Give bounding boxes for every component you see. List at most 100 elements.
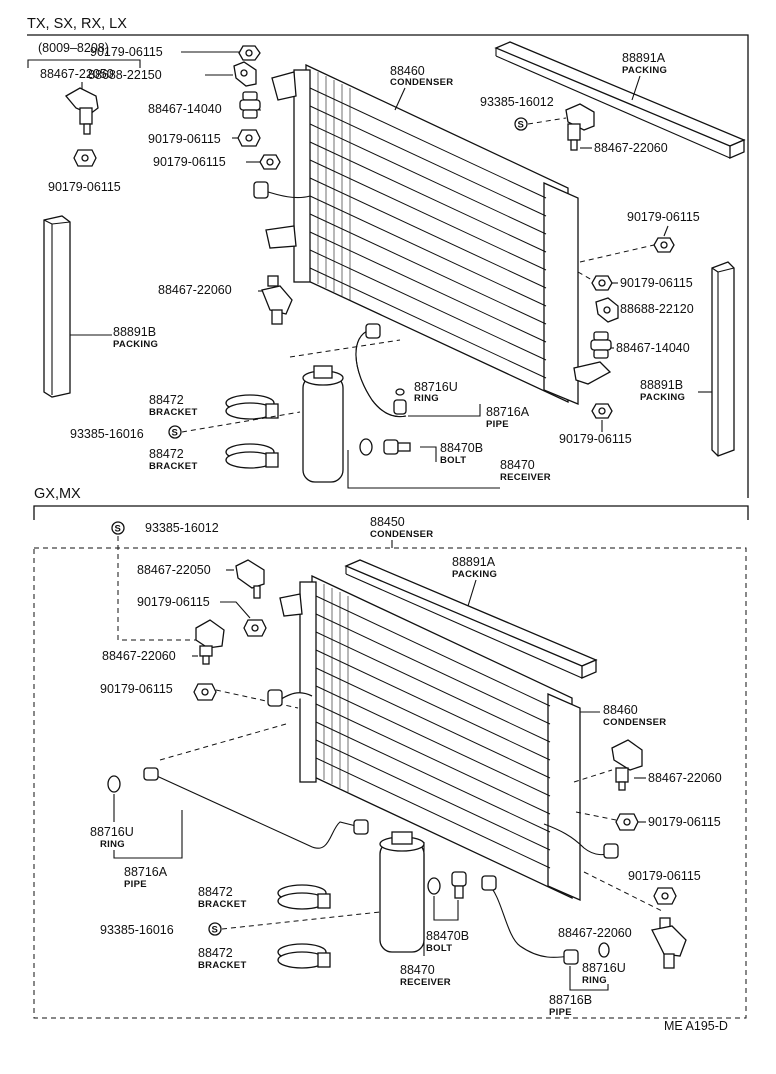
dashed-leader: [583, 871, 665, 913]
label-88716a-bottom-sub: PIPE: [124, 879, 147, 890]
dashed-leader: [159, 723, 287, 761]
dashed-leader: [579, 244, 655, 263]
o-ring-icon: [598, 942, 610, 958]
bottom-section: GX,MX S 93385-16012 88450 CONDENSER 8846…: [33, 486, 749, 1033]
label-88716a-top-sub: PIPE: [486, 419, 509, 430]
label-88891a: 88891A: [622, 51, 666, 65]
leader-line: [420, 446, 437, 462]
packing-strip-right: [711, 261, 735, 457]
nut-icon: [615, 813, 639, 831]
label-93385-16016-top: 93385-16016: [70, 427, 144, 441]
label-90179-06115-right1: 90179-06115: [627, 210, 700, 224]
label-88472-b: 88472: [149, 447, 184, 461]
nut-icon: [193, 683, 217, 701]
dashed-leader: [575, 811, 617, 821]
pipe-fitting-icon: [353, 819, 369, 835]
label-88891b-right-sub: PACKING: [640, 392, 685, 403]
label-90179-06115-top-left: 90179-06115: [48, 180, 121, 194]
leader-line: [220, 601, 251, 619]
dashed-leader: [221, 911, 381, 930]
bolt-icon: [451, 871, 467, 899]
svg-text:S: S: [518, 120, 525, 131]
bracket-clamp-icon: [277, 884, 331, 910]
label-88467-14040: 88467-14040: [148, 102, 222, 116]
dashed-leader: [573, 769, 613, 783]
dashed-leader: [117, 536, 196, 641]
screw-symbol-icon: S: [208, 922, 222, 936]
date-range-label: (8009–8208): [38, 41, 109, 55]
label-88460-bottom-sub: CONDENSER: [603, 717, 666, 728]
label-93385-16012-top: 93385-16012: [480, 95, 554, 109]
label-88472-a: 88472: [149, 393, 184, 407]
nut-icon: [237, 129, 261, 147]
label-88472-b-sub: BRACKET: [149, 461, 198, 472]
mount-bracket-icon: [565, 103, 595, 151]
label-88460: 88460: [390, 64, 425, 78]
label-90179-06115-right3: 90179-06115: [559, 432, 632, 446]
pipe-fitting-icon: [143, 767, 159, 781]
label-88467-22060-left: 88467-22060: [158, 283, 232, 297]
label-90179-06115-c: 90179-06115: [153, 155, 226, 169]
o-ring-icon: [107, 775, 121, 793]
nut-icon: [73, 149, 97, 167]
label-88470b-top: 88470B: [440, 441, 483, 455]
bottom-frame-line: [33, 505, 749, 520]
label-88472-bottom-b: 88472: [198, 946, 233, 960]
screw-symbol-icon: S: [111, 521, 125, 535]
nut-icon: [238, 45, 261, 61]
label-88450: 88450: [370, 515, 405, 529]
dashed-leader: [289, 339, 401, 358]
label-88470-bottom: 88470: [400, 963, 435, 977]
label-88716u-top-sub: RING: [414, 393, 439, 404]
leader-line: [394, 87, 406, 111]
label-88472-bottom-a-sub: BRACKET: [198, 899, 247, 910]
label-90179-06115-bottom-a: 90179-06115: [137, 595, 210, 609]
mount-bracket-icon: [611, 739, 643, 791]
mount-bracket-icon: [651, 917, 687, 969]
screw-symbol-icon: S: [514, 117, 528, 131]
o-ring-icon: [395, 388, 405, 396]
label-88716u-bottom-left: 88716U: [90, 825, 134, 839]
label-88467-22060-bottom-br: 88467-22060: [558, 926, 632, 940]
receiver-drier-icon: [302, 365, 344, 483]
leader-line: [347, 450, 500, 489]
label-88472-bottom-b-sub: BRACKET: [198, 960, 247, 971]
label-88467-22060-bottom-right: 88467-22060: [648, 771, 722, 785]
gasket-icon: [427, 877, 441, 895]
mount-bracket-icon: [65, 87, 99, 135]
label-88470b-top-sub: BOLT: [440, 455, 466, 466]
nut-icon: [259, 154, 281, 170]
packing-strip-bottom: [344, 559, 598, 679]
bolt-icon: [383, 439, 411, 455]
leader-line: [433, 896, 459, 921]
screw-symbol-icon: S: [168, 425, 182, 439]
label-88460-sub: CONDENSER: [390, 77, 453, 88]
nut-icon: [243, 619, 267, 637]
receiver-drier-icon: [379, 831, 425, 953]
label-88891a-sub: PACKING: [622, 65, 667, 76]
label-90179-06115-bottom-b: 90179-06115: [100, 682, 173, 696]
label-88467-22050-top-left: 88467-22050: [40, 67, 114, 81]
pipe-fitting-icon: [563, 949, 579, 965]
top-section: TX, SX, RX, LX (8009–8208) 90179-06115 8…: [27, 16, 749, 498]
label-88891a-bottom-sub: PACKING: [452, 569, 497, 580]
label-88460-bottom: 88460: [603, 703, 638, 717]
label-88470: 88470: [500, 458, 535, 472]
label-88891b-right: 88891B: [640, 378, 683, 392]
leader-line: [569, 966, 609, 991]
nut-icon: [591, 275, 613, 291]
label-88716u-bottom-right-sub: RING: [582, 975, 607, 986]
pipe-fitting-icon: [393, 399, 407, 415]
label-88891a-bottom: 88891A: [452, 555, 496, 569]
top-section-header: TX, SX, RX, LX: [27, 16, 127, 32]
bracket-icon: [595, 297, 619, 323]
leader-line: [663, 225, 669, 237]
label-90179-06115-a: 90179-06115: [90, 45, 163, 59]
label-88472-bottom-a: 88472: [198, 885, 233, 899]
label-90179-06115-bottom-right2: 90179-06115: [628, 869, 701, 883]
label-88688-22120: 88688-22120: [620, 302, 694, 316]
label-90179-06115-right2: 90179-06115: [620, 276, 693, 290]
leader-line: [113, 810, 183, 859]
label-88472-a-sub: BRACKET: [149, 407, 198, 418]
dashed-leader: [577, 271, 593, 281]
